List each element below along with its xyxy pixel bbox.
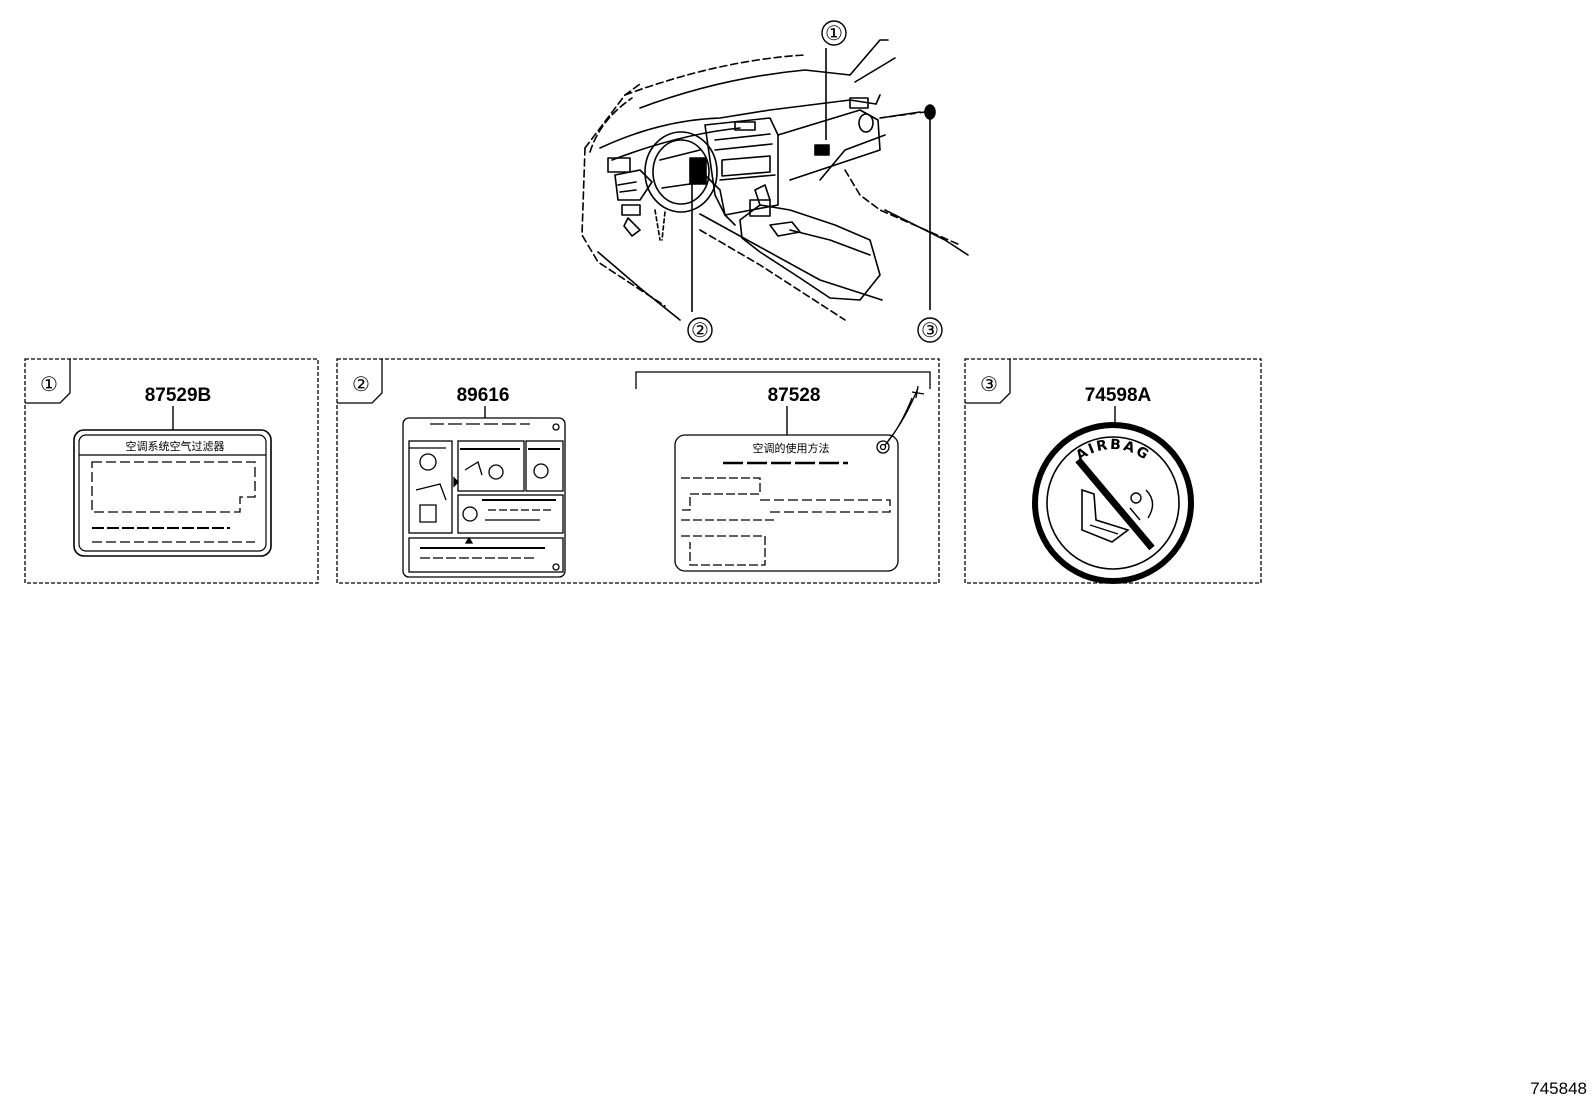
svg-text:③: ③ [921, 318, 939, 342]
overview-leaders [691, 48, 936, 312]
callout-2: ② [687, 317, 713, 343]
panel-3: ③ 74598A AIRBAG [964, 358, 1262, 584]
panel-1: ① 87529B 空调系统空气过滤器 [24, 358, 319, 584]
callout-3: ③ [917, 317, 943, 343]
airbag-text: AIRBAG [1073, 437, 1153, 464]
label-89616-illustration [402, 417, 566, 578]
label-87529B-title: 空调系统空气过滤器 [126, 439, 225, 453]
svg-text:①: ① [825, 21, 843, 45]
diagram-reference-number: 745848 [1530, 1079, 1587, 1098]
panel-1-index: ① [40, 372, 58, 396]
label-74598A-illustration: AIRBAG [1032, 422, 1194, 584]
svg-text:②: ② [691, 318, 709, 342]
callout-1: ① [821, 20, 847, 46]
part-number-74598A: 74598A [1085, 385, 1152, 406]
label-87528-title: 空调的使用方法 [753, 441, 830, 455]
panel-3-index: ③ [980, 372, 998, 396]
panel-2: ② 89616 [336, 358, 940, 584]
part-number-87528: 87528 [768, 385, 821, 406]
car-interior-illustration [581, 39, 969, 321]
label-87528-illustration: 空调的使用方法 [674, 385, 925, 572]
part-number-89616: 89616 [457, 385, 510, 406]
panel-2-index: ② [352, 372, 370, 396]
part-number-87529B: 87529B [145, 385, 212, 406]
label-87529B-illustration: 空调系统空气过滤器 [73, 429, 272, 557]
